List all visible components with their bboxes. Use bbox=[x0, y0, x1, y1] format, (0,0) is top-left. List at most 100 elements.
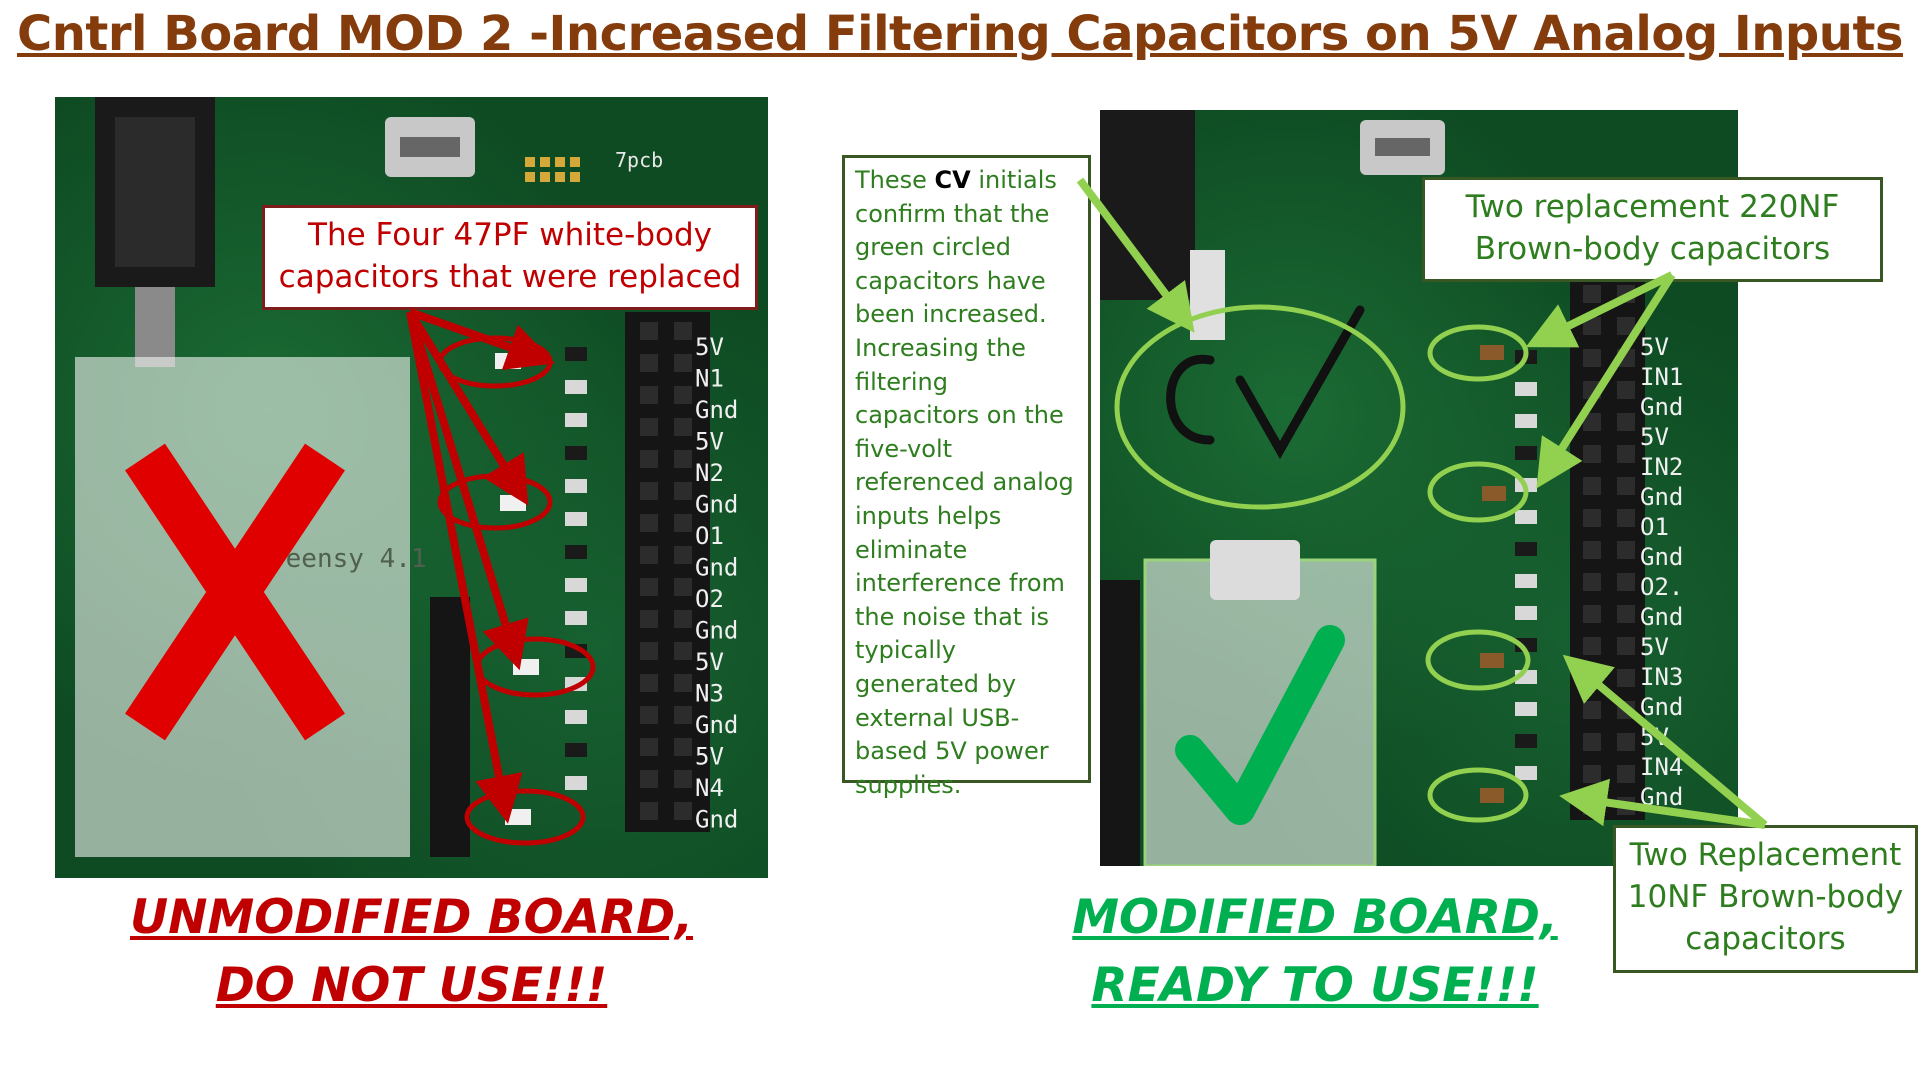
header-hole bbox=[1617, 605, 1635, 623]
cv-initial-v bbox=[1235, 305, 1365, 460]
pin-label: 5V bbox=[1640, 423, 1669, 451]
pin-label: Gnd bbox=[695, 806, 738, 834]
header-hole bbox=[1583, 349, 1601, 367]
header-hole bbox=[1617, 765, 1635, 783]
pin-label: Gnd bbox=[1640, 603, 1683, 631]
pin-label: N3 bbox=[695, 680, 724, 708]
smd-component bbox=[565, 743, 587, 757]
status-line-2: READY TO USE!!! bbox=[1091, 958, 1539, 1013]
header-hole bbox=[674, 802, 692, 820]
replaced-capacitors-callout: The Four 47PF white-body capacitors that… bbox=[262, 205, 758, 310]
vendor-silkscreen: 7pcb bbox=[615, 148, 663, 172]
pin-label: Gnd bbox=[1640, 783, 1683, 811]
header-hole bbox=[640, 578, 658, 596]
header-hole bbox=[674, 738, 692, 756]
header-hole bbox=[640, 674, 658, 692]
callout-line-3: capacitors bbox=[1685, 921, 1846, 957]
pin-label: 5V bbox=[695, 333, 724, 361]
white-capacitors bbox=[495, 353, 539, 825]
callout-line-2: capacitors that were replaced bbox=[278, 259, 742, 295]
header-hole bbox=[1617, 349, 1635, 367]
smd-component bbox=[565, 446, 587, 460]
pin-label: 5V bbox=[695, 743, 724, 771]
header-hole bbox=[1583, 317, 1601, 335]
header-hole bbox=[1583, 701, 1601, 719]
smd-component bbox=[1515, 510, 1537, 524]
replaced-capacitor-circles bbox=[1114, 304, 1531, 823]
header-hole bbox=[1617, 285, 1635, 303]
status-line-1: UNMODIFIED BOARD, bbox=[129, 890, 693, 945]
cv-explanation-callout: These CV initials confirm that the green… bbox=[842, 155, 1091, 799]
header-hole bbox=[1617, 573, 1635, 591]
pin-label: IN4 bbox=[1640, 753, 1683, 781]
header-hole bbox=[640, 450, 658, 468]
header-hole bbox=[640, 610, 658, 628]
smd-component bbox=[565, 545, 587, 559]
header-hole bbox=[1583, 413, 1601, 431]
header-hole bbox=[674, 418, 692, 436]
header-hole bbox=[1617, 797, 1635, 815]
smd-component bbox=[565, 578, 587, 592]
pin-label: N4 bbox=[695, 774, 724, 802]
header-hole bbox=[1583, 477, 1601, 495]
header-hole bbox=[1617, 637, 1635, 655]
cv-initial-c bbox=[1166, 354, 1215, 445]
header-hole bbox=[1617, 669, 1635, 687]
pin-label: 5V bbox=[1640, 633, 1669, 661]
header-hole bbox=[640, 418, 658, 436]
smd-component bbox=[565, 776, 587, 790]
pin-label: N1 bbox=[695, 365, 724, 393]
unmodified-status: UNMODIFIED BOARD, DO NOT USE!!! bbox=[55, 884, 768, 1020]
pad-group bbox=[525, 157, 580, 182]
capacitors-10nf-callout: Two Replacement 10NF Brown-body capacito… bbox=[1613, 825, 1918, 973]
header-hole bbox=[640, 770, 658, 788]
smd-component bbox=[1515, 382, 1537, 396]
pin-label: Gnd bbox=[695, 711, 738, 739]
header-hole bbox=[1617, 477, 1635, 495]
header-hole bbox=[640, 738, 658, 756]
header-hole bbox=[640, 482, 658, 500]
smd-component bbox=[565, 710, 587, 724]
header-hole bbox=[1583, 573, 1601, 591]
header-hole bbox=[1583, 285, 1601, 303]
status-line-2: DO NOT USE!!! bbox=[215, 958, 608, 1013]
reject-x-mark bbox=[125, 443, 345, 741]
header-hole bbox=[1617, 701, 1635, 719]
smd-component bbox=[565, 611, 587, 625]
header-hole bbox=[1617, 317, 1635, 335]
header-hole bbox=[674, 354, 692, 372]
smd-component bbox=[565, 413, 587, 427]
smd-component bbox=[1515, 606, 1537, 620]
pin-label: Gnd bbox=[695, 554, 738, 582]
header-hole bbox=[640, 642, 658, 660]
pin-label: 5V bbox=[695, 428, 724, 456]
header-hole bbox=[1617, 381, 1635, 399]
pin-label: O1 bbox=[1640, 513, 1669, 541]
header-hole bbox=[1583, 669, 1601, 687]
pin-label: IN2 bbox=[1640, 453, 1683, 481]
smd-component bbox=[1515, 734, 1537, 748]
pin-label: N2 bbox=[695, 459, 724, 487]
header-hole bbox=[640, 322, 658, 340]
pin-label: Gnd bbox=[695, 491, 738, 519]
header-hole bbox=[640, 354, 658, 372]
pin-label: 5V bbox=[695, 648, 724, 676]
header-hole bbox=[674, 450, 692, 468]
smd-component bbox=[565, 380, 587, 394]
header-hole bbox=[1617, 413, 1635, 431]
jack-pin bbox=[135, 287, 175, 367]
pin-label: Gnd bbox=[1640, 393, 1683, 421]
pin-label: Gnd bbox=[1640, 693, 1683, 721]
callout-line-2: 10NF Brown-body bbox=[1627, 879, 1904, 915]
header-hole bbox=[1583, 605, 1601, 623]
header-hole bbox=[640, 546, 658, 564]
header-hole bbox=[1583, 637, 1601, 655]
capacitors-220nf-callout: Two replacement 220NF Brown-body capacit… bbox=[1422, 177, 1883, 282]
teensy-header bbox=[430, 597, 470, 857]
callout-line-1: The Four 47PF white-body bbox=[308, 217, 712, 253]
cv-body: initials confirm that the green circled … bbox=[855, 166, 1074, 799]
header-hole bbox=[1583, 733, 1601, 751]
pin-header bbox=[625, 312, 710, 832]
header-hole bbox=[674, 482, 692, 500]
teensy-header bbox=[1100, 580, 1140, 866]
